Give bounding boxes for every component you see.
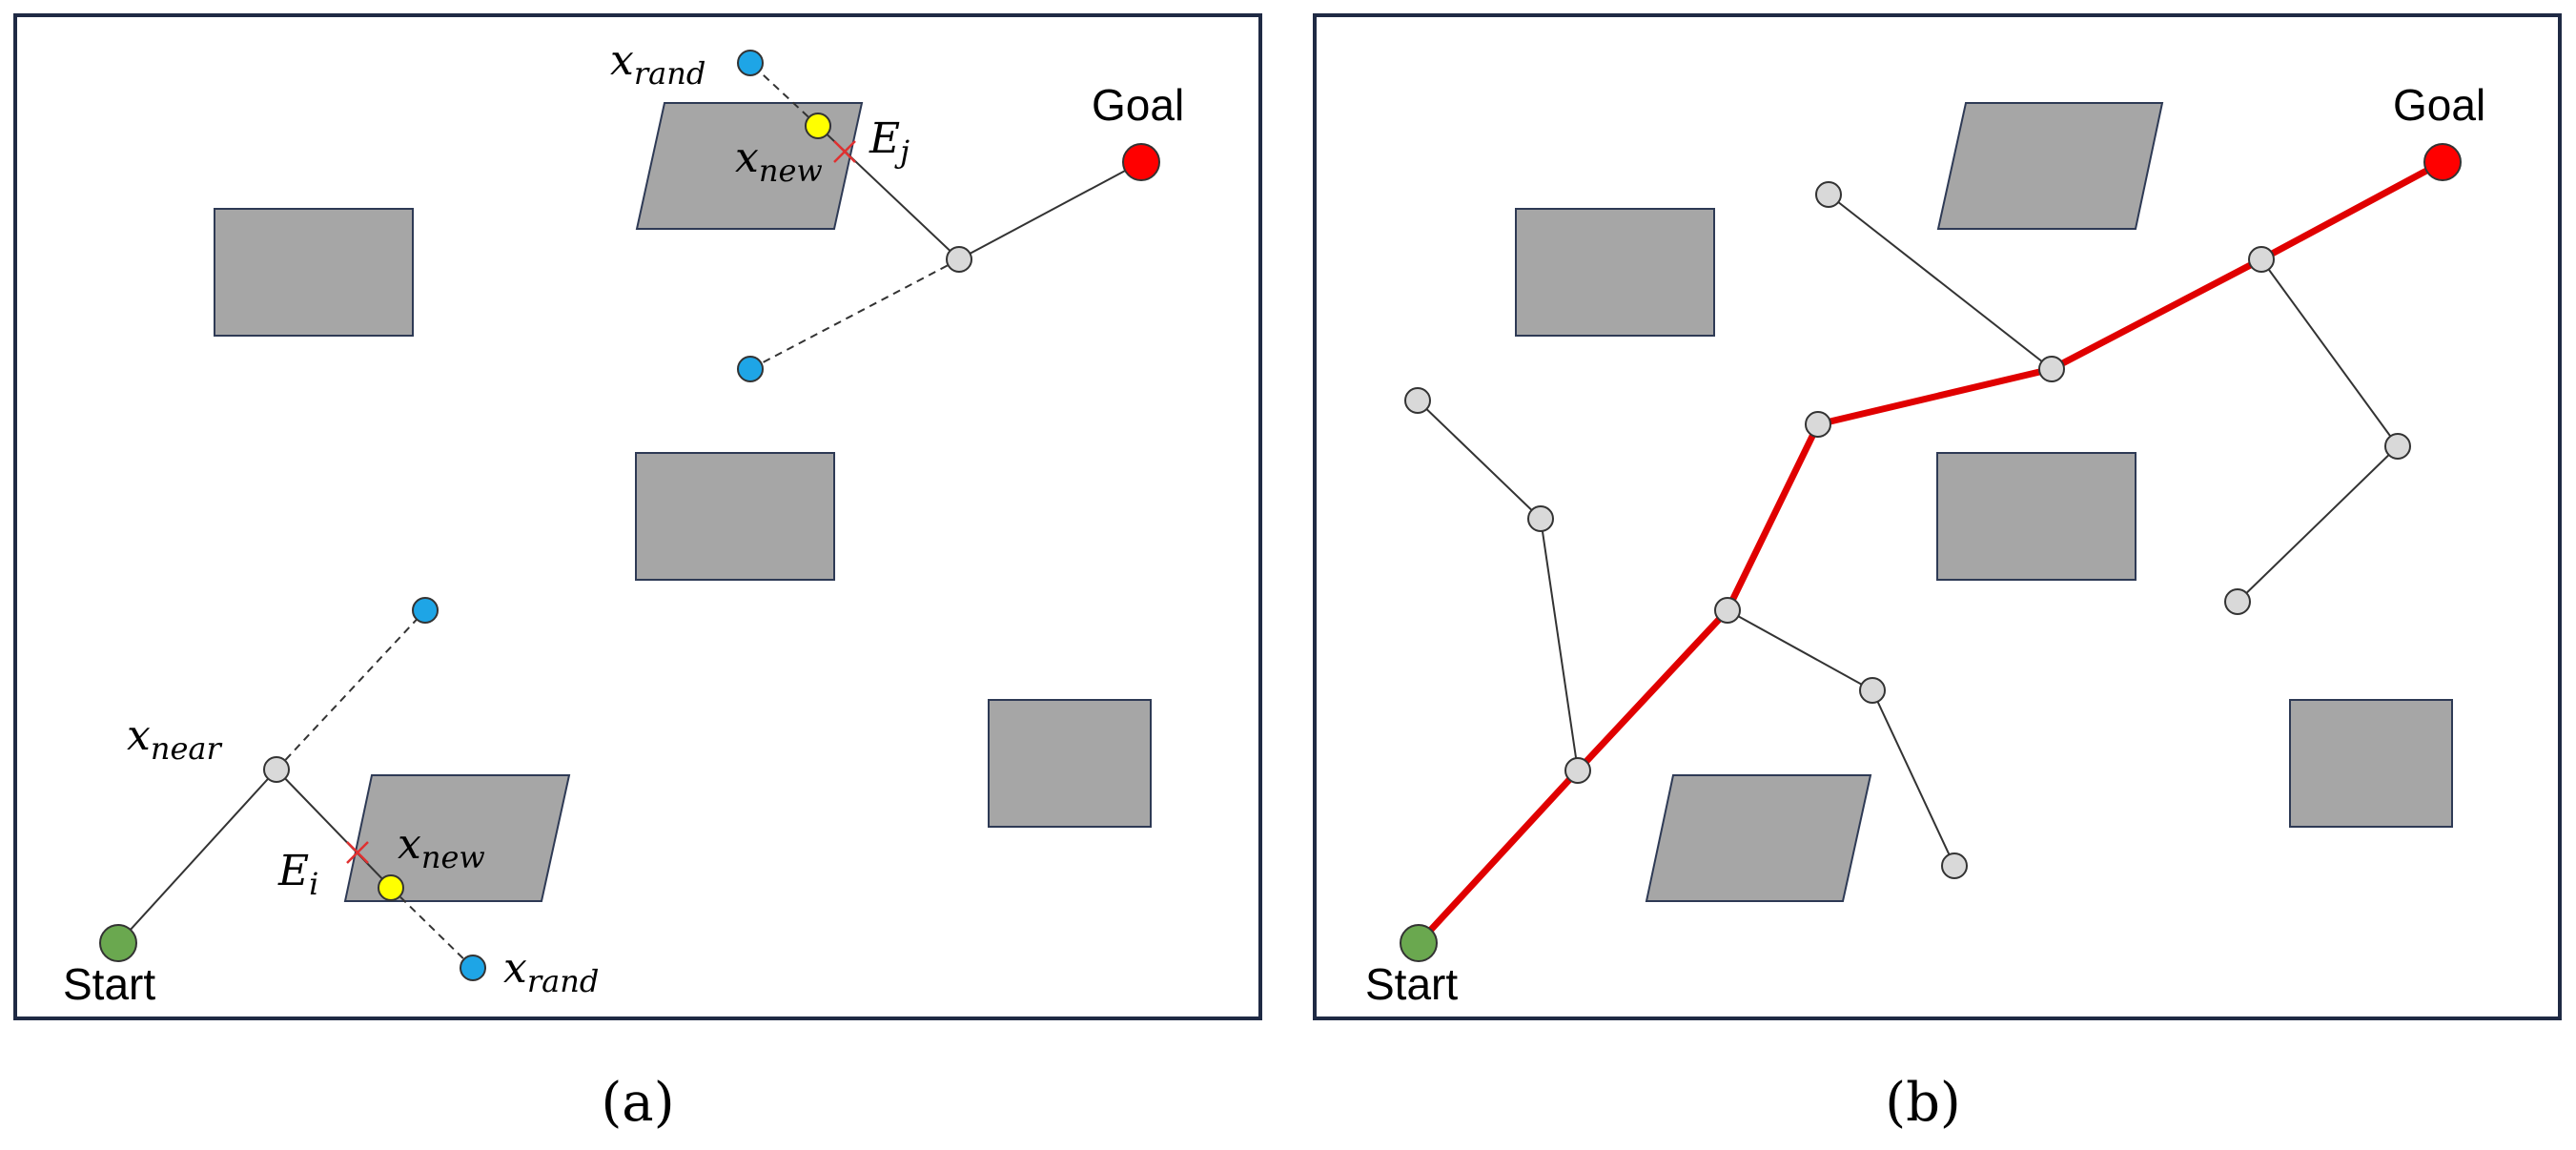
- label-e-j: Ej: [869, 114, 910, 170]
- tree-node: [1805, 411, 1831, 438]
- obstacle-rect-2: [1936, 452, 2136, 581]
- dashed-xnew-xrand-bottom: [390, 887, 474, 969]
- node-xnew-bottom: [378, 874, 404, 901]
- tree-node: [2384, 433, 2411, 460]
- label-start-a: Start: [63, 959, 155, 1009]
- tree-node: [2038, 356, 2065, 382]
- tree-node: [2224, 588, 2251, 615]
- node-xrand-bottom: [460, 955, 486, 981]
- tree-node: [1815, 181, 1842, 208]
- label-x-rand-bottom: xrand: [503, 944, 599, 999]
- dashed-xnew-xrand-top: [749, 62, 819, 127]
- node-start-a: [99, 924, 137, 962]
- panel-a: Start Goal xrand xnew Ej xnear Ei xnew x…: [13, 13, 1262, 1134]
- panel-b: Start Goal (b): [1313, 13, 2562, 1134]
- tree-node: [1859, 677, 1886, 704]
- obstacle-parallelogram-top: [1936, 102, 2164, 230]
- tree-node: [1527, 505, 1554, 532]
- label-x-rand-top: xrand: [610, 36, 705, 92]
- tree-edges: [1417, 194, 2399, 867]
- obstacle-rect-1: [1515, 208, 1715, 337]
- label-x-near: xnear: [127, 711, 222, 767]
- collision-mark-ei: [346, 841, 369, 864]
- edge-goal-node: [958, 161, 1142, 260]
- node-xnear: [263, 756, 290, 783]
- node-goal-b: [2423, 143, 2462, 181]
- caption-a: (a): [601, 1072, 674, 1134]
- node-xrand-mid: [737, 356, 764, 382]
- label-x-new-bottom: xnew: [398, 820, 485, 875]
- caption-b: (b): [1885, 1072, 1961, 1134]
- obstacle-rect-3: [2289, 699, 2453, 828]
- tree-nodes: [1404, 181, 2411, 879]
- node-xrand-top: [737, 50, 764, 76]
- tree-node: [1564, 757, 1591, 784]
- node-xnew-top: [805, 113, 831, 139]
- label-e-i: Ei: [277, 847, 318, 902]
- tree-node: [2248, 246, 2275, 273]
- obstacle-rect-1: [214, 208, 414, 337]
- tree-node: [1404, 387, 1431, 414]
- label-goal-b: Goal: [2393, 80, 2485, 130]
- collision-mark-ej: [833, 140, 856, 163]
- label-x-new-top: xnew: [735, 133, 823, 189]
- obstacle-parallelogram-bottom: [343, 774, 571, 902]
- dashed-xnear-xrand-up: [276, 609, 426, 770]
- obstacle-rect-2: [635, 452, 835, 581]
- edge-start-xnear: [117, 769, 277, 944]
- obstacle-parallelogram-top: [635, 102, 864, 230]
- node-start-b: [1400, 924, 1438, 962]
- tree-node: [1714, 597, 1741, 624]
- obstacle-parallelogram-bottom: [1645, 774, 1872, 902]
- label-goal-a: Goal: [1092, 80, 1184, 130]
- node-branch-top: [946, 246, 972, 273]
- tree-node: [1941, 852, 1968, 879]
- node-goal-a: [1122, 143, 1160, 181]
- label-start-b: Start: [1365, 959, 1458, 1009]
- edge-xnear-xnew: [276, 769, 392, 889]
- node-xrand-left: [412, 597, 439, 624]
- obstacle-rect-3: [988, 699, 1152, 828]
